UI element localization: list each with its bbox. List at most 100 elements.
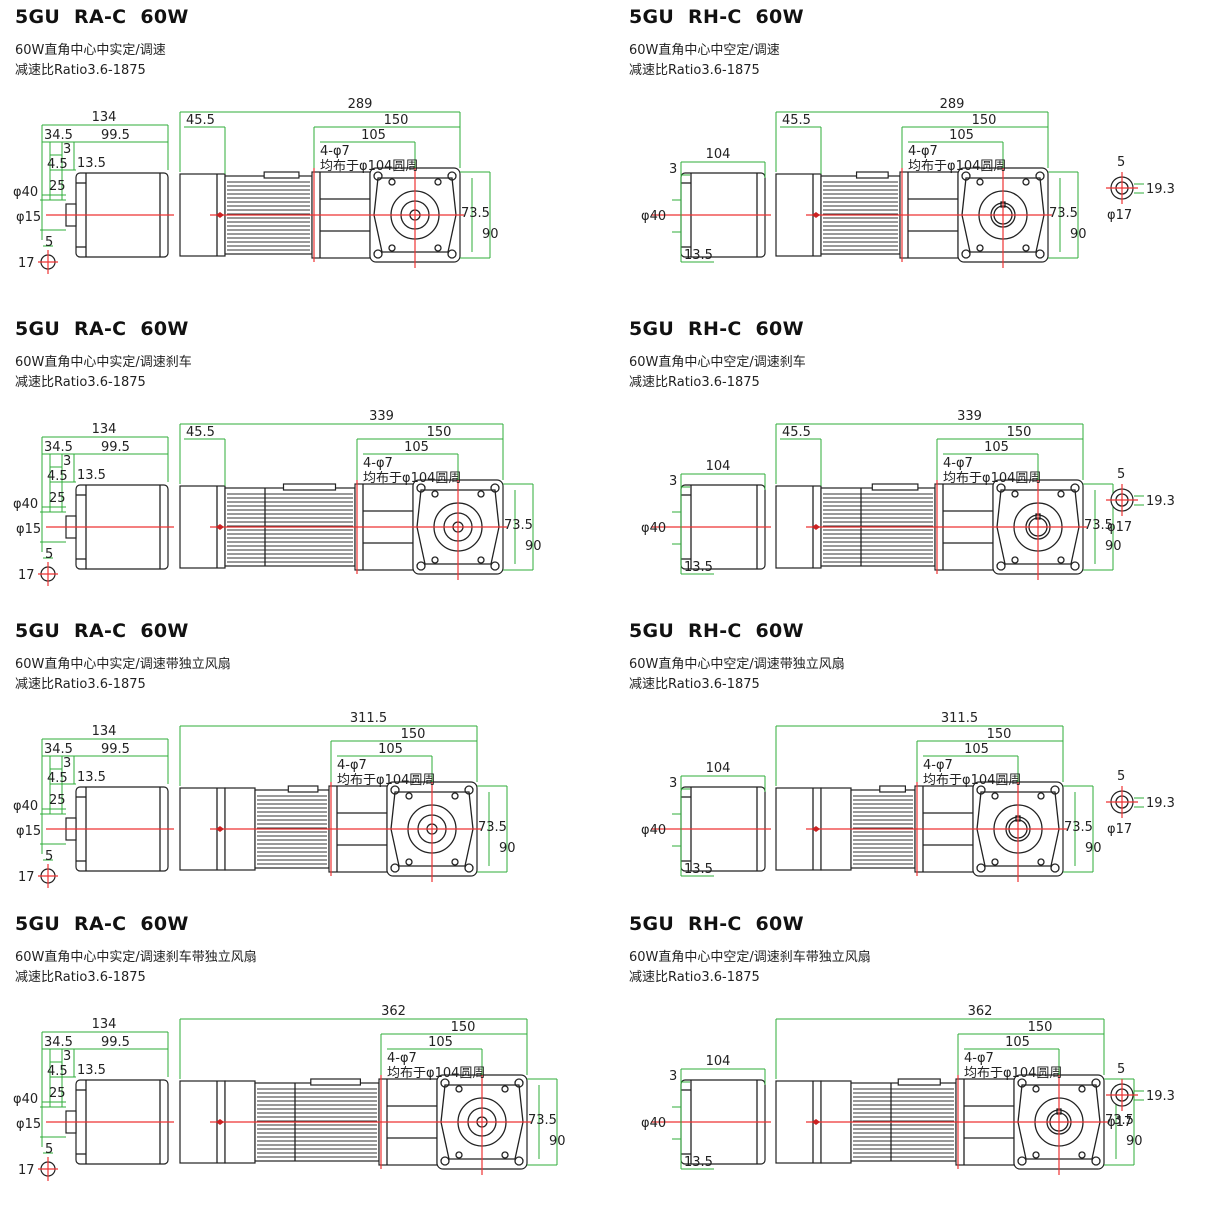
hollow-shaft-section — [1106, 1079, 1144, 1111]
dim-shaft-diameter: φ40 — [13, 185, 38, 200]
mounting-hole — [431, 556, 439, 564]
dim-25: 25 — [49, 793, 66, 808]
dim-key-width: 5 — [1117, 467, 1125, 482]
dim-key-height: 17 — [18, 1163, 35, 1178]
dim-key-height: 17 — [18, 870, 35, 885]
dim-hole-note: 均布于φ104圆周 — [363, 471, 461, 486]
dim-13-5: 13.5 — [684, 560, 713, 575]
mounting-hole — [1011, 556, 1019, 564]
dim-flange-150: 150 — [1028, 1020, 1053, 1035]
technical-drawing: 1043φ4013.52891501054-φ7均布于φ104圆周45.573.… — [641, 97, 1175, 268]
terminal-box — [871, 483, 919, 491]
motor-end-view — [40, 1079, 174, 1165]
technical-drawing: 1043φ4013.53621501054-φ7均布于φ104圆周73.5905… — [641, 1004, 1175, 1175]
dim-bore-diameter: φ17 — [1107, 520, 1132, 535]
mounting-hole — [501, 1085, 509, 1093]
panel-title: 5GU RA-C 60W — [15, 6, 189, 28]
mounting-hole — [1035, 249, 1045, 259]
dim-13-5: 13.5 — [684, 248, 713, 263]
dim-90: 90 — [525, 539, 542, 554]
panel-title: 5GU RA-C 60W — [15, 318, 189, 340]
dim-73-5: 73.5 — [1084, 518, 1113, 533]
dim-total-length: 311.5 — [941, 711, 978, 726]
terminal-box — [282, 483, 337, 491]
dim-13-5: 13.5 — [77, 1063, 106, 1078]
dim-90: 90 — [482, 227, 499, 242]
center-mark — [812, 524, 820, 530]
side-view-dimensions — [179, 1018, 558, 1166]
motor-end-view — [651, 484, 771, 570]
side-view-dimensions — [179, 725, 508, 873]
mounting-hole — [451, 858, 459, 866]
mounting-hole — [976, 863, 986, 873]
dim-13-5: 13.5 — [684, 1155, 713, 1170]
dim-key-width: 5 — [45, 849, 53, 864]
dim-key-height: 17 — [18, 568, 35, 583]
dim-3: 3 — [669, 474, 677, 489]
dim-shaft-diameter-2: φ15 — [16, 210, 41, 225]
dim-bore-diameter: φ17 — [1107, 822, 1132, 837]
mounting-hole — [976, 785, 986, 795]
dim-hole-pcd: 105 — [404, 440, 429, 455]
panel-title: 5GU RH-C 60W — [629, 913, 804, 935]
dim-25: 25 — [49, 1086, 66, 1101]
mounting-hole — [996, 483, 1006, 493]
dim-4-5: 4.5 — [47, 469, 68, 484]
mounting-hole — [991, 858, 999, 866]
dim-bore-diameter: φ17 — [1107, 1115, 1132, 1130]
motor-end-view — [40, 786, 174, 872]
dim-73-5: 73.5 — [1064, 820, 1093, 835]
dim-hole-count: 4-φ7 — [908, 144, 938, 159]
hollow-shaft-section — [1106, 484, 1144, 516]
dim-99-5: 99.5 — [101, 742, 130, 757]
dim-4-5: 4.5 — [47, 157, 68, 172]
panel-description: 60W直角中心中空定/调速刹车带独立风扇 — [629, 950, 871, 965]
dim-45-5: 45.5 — [782, 425, 811, 440]
mounting-hole — [373, 249, 383, 259]
center-mark — [812, 212, 820, 218]
dim-hole-count: 4-φ7 — [337, 758, 367, 773]
dim-90: 90 — [499, 841, 516, 856]
mounting-hole — [434, 244, 442, 252]
keyway-symbol — [38, 557, 58, 586]
dim-13-5: 13.5 — [77, 156, 106, 171]
end-view-dimensions — [672, 161, 766, 263]
dim-motor-length: 134 — [92, 724, 117, 739]
mounting-hole — [1022, 244, 1030, 252]
dim-hole-note: 均布于φ104圆周 — [320, 159, 418, 174]
mounting-hole — [440, 1156, 450, 1166]
technical-drawing: 1043φ4013.5311.51501054-φ7均布于φ104圆周73.59… — [641, 711, 1175, 882]
dim-bore-diameter: φ17 — [1107, 208, 1132, 223]
panel-title: 5GU RH-C 60W — [629, 620, 804, 642]
mounting-hole — [477, 490, 485, 498]
dim-73-5: 73.5 — [478, 820, 507, 835]
dim-key-width: 5 — [1117, 769, 1125, 784]
dim-hole-note: 均布于φ104圆周 — [908, 159, 1006, 174]
dim-motor-length: 104 — [706, 459, 731, 474]
mounting-hole — [1037, 858, 1045, 866]
dim-hole-count: 4-φ7 — [363, 456, 393, 471]
dim-hole-count: 4-φ7 — [964, 1051, 994, 1066]
end-view-dimensions — [672, 1068, 766, 1170]
center-mark — [216, 212, 224, 218]
dim-hole-note: 均布于φ104圆周 — [337, 773, 435, 788]
mounting-hole — [1011, 490, 1019, 498]
side-view-dimensions — [775, 1018, 1135, 1166]
dim-total-length: 362 — [381, 1004, 406, 1019]
mounting-hole — [1017, 1156, 1027, 1166]
reduction-ratio: 减速比Ratio3.6-1875 — [15, 970, 146, 985]
dim-73-5: 73.5 — [504, 518, 533, 533]
mounting-hole — [976, 178, 984, 186]
mounting-hole — [1070, 483, 1080, 493]
panel-description: 60W直角中心中空定/调速带独立风扇 — [629, 657, 845, 672]
dim-99-5: 99.5 — [101, 440, 130, 455]
mounting-hole — [1091, 1156, 1101, 1166]
mounting-hole — [1070, 561, 1080, 571]
mounting-hole — [464, 863, 474, 873]
center-mark — [216, 524, 224, 530]
dim-45-5: 45.5 — [782, 113, 811, 128]
